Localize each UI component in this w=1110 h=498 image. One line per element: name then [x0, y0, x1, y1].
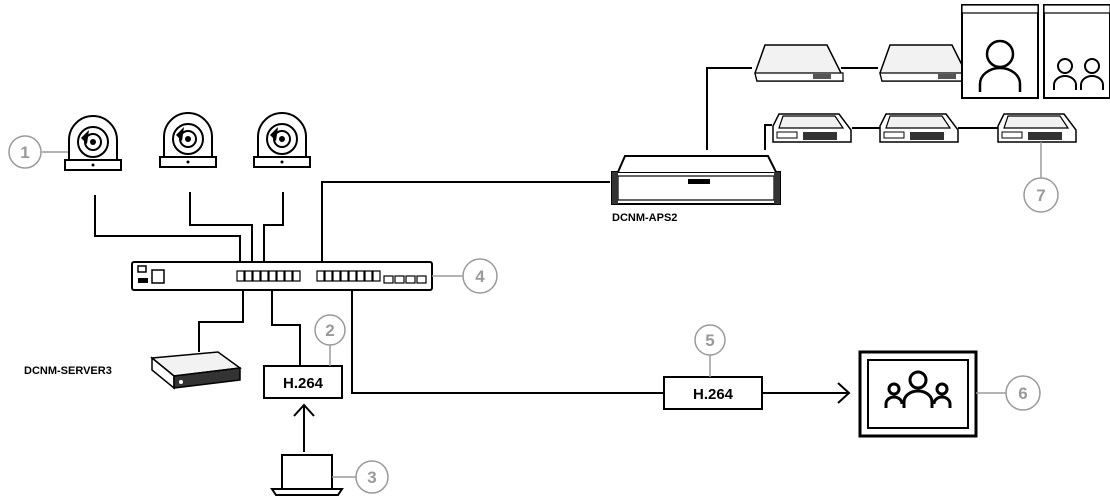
callout-7-text: 7	[1036, 186, 1045, 205]
person-screen-icon	[961, 4, 1039, 99]
callout-4-text: 4	[475, 267, 485, 286]
callout-1	[8, 135, 42, 169]
discussion-device-icon	[879, 44, 969, 82]
audio-processor-icon	[611, 155, 781, 205]
callout-7	[1023, 177, 1059, 213]
switch-encoder-left-link	[271, 288, 301, 366]
aps-top-chain-link	[706, 67, 752, 150]
encoder-right-label: H.264	[693, 386, 734, 403]
encoder-left: H.264	[263, 365, 343, 399]
callout-6-text: 6	[1018, 384, 1027, 403]
encoder-left-label: H.264	[283, 375, 324, 392]
encoder-right: H.264	[663, 376, 763, 410]
callout-1-text: 1	[20, 143, 29, 162]
camera2-link	[189, 192, 253, 268]
callout-5	[694, 324, 726, 356]
switch-aps-link	[321, 181, 610, 268]
connection-lines	[94, 67, 998, 394]
callout-3-text: 3	[367, 468, 376, 487]
network-switch-icon	[131, 261, 433, 291]
switch-encoder-right-link	[351, 288, 664, 394]
display-icon	[858, 350, 978, 438]
laptop-arrow-head	[293, 403, 315, 417]
camera1-link	[94, 195, 241, 268]
callout-3	[355, 460, 389, 494]
discussion-device-icon	[754, 44, 844, 82]
server-label: DCNM-SERVER3	[24, 365, 112, 377]
aps-bottom-chain-link	[764, 124, 772, 150]
callout-2-text: 2	[325, 321, 334, 340]
callout-5-text: 5	[705, 331, 714, 350]
callout-4	[462, 258, 498, 294]
dome-camera-icon	[64, 115, 122, 171]
camera3-link	[263, 192, 284, 268]
laptop-icon	[270, 454, 344, 496]
callout-6	[1005, 375, 1041, 411]
callout-2	[314, 314, 346, 346]
person-screen-icon	[1043, 4, 1110, 99]
aps-label: DCNM-APS2	[612, 212, 677, 224]
dome-camera-icon	[159, 112, 217, 168]
arrows	[293, 382, 851, 452]
server-icon	[150, 351, 242, 390]
discussion-device-icon	[879, 113, 959, 143]
dome-camera-icon	[253, 112, 311, 168]
switch-server-link	[198, 288, 244, 352]
discussion-device-icon	[772, 113, 852, 143]
display-arrow-head	[837, 382, 851, 404]
callouts	[8, 135, 1059, 494]
discussion-device-icon	[997, 113, 1077, 143]
